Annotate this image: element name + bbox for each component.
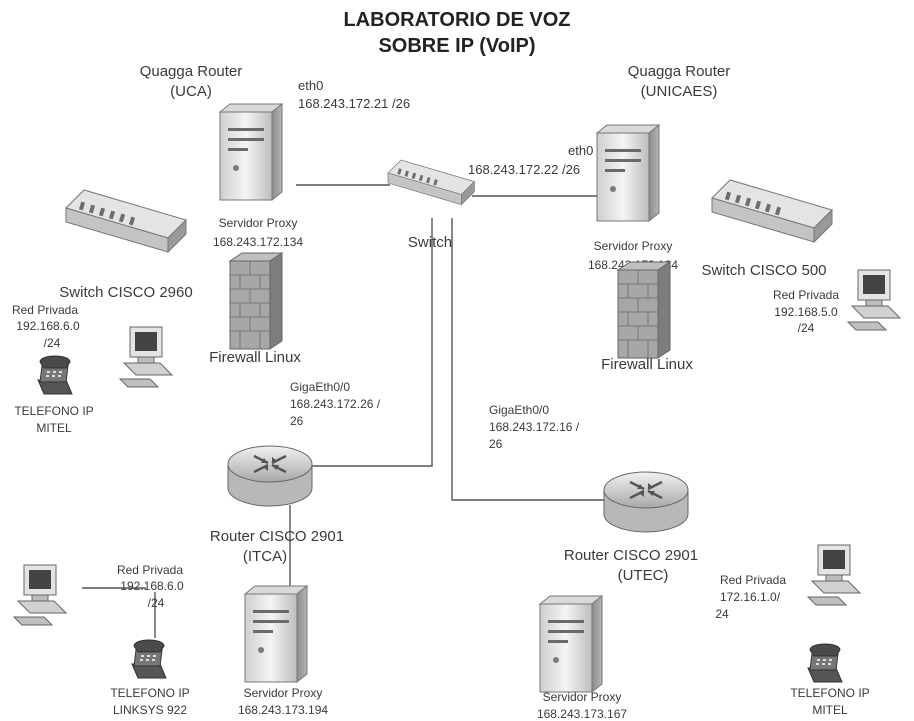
server-tower-icon[interactable] [244,585,308,683]
uca-router-name: Quagga Router [140,63,243,80]
workstation-icon[interactable] [807,544,861,606]
itca-router-site: (ITCA) [243,548,287,565]
site-itca: GigaEth0/0 168.243.172.26 / 26 Router CI… [13,380,381,717]
uca-switch-label: Switch CISCO 2960 [59,284,192,301]
utec-router-site: (UTEC) [618,567,669,584]
workstation-icon[interactable] [119,326,173,388]
itca-phone-label1: TELEFONO IP [110,686,189,700]
utec-iface-name: GigaEth0/0 [489,403,549,417]
uca-lan-net: 192.168.6.0 [16,319,80,333]
utec-lan-label: Red Privada [720,573,786,587]
unicaes-switch-label: Switch CISCO 500 [701,262,826,279]
workstation-icon[interactable] [847,269,901,331]
itca-lan-mask: /24 [148,596,165,610]
utec-proxy-ip: 168.243.173.167 [537,707,627,721]
utec-iface-ip: 168.243.172.16 / [489,420,580,434]
unicaes-lan-mask: /24 [798,321,815,335]
itca-iface-name: GigaEth0/0 [290,380,350,394]
uca-lan-label: Red Privada [12,303,78,317]
ip-phone-icon[interactable] [131,639,167,679]
uca-router-site: (UCA) [170,83,212,100]
itca-lan-net: 192.168.6.0 [120,579,184,593]
workstation-icon[interactable] [13,564,67,626]
uca-firewall-label: Firewall Linux [209,349,301,366]
diagram-title-line2: SOBRE IP (VoIP) [378,35,535,57]
firewall-icon[interactable] [229,252,283,350]
uca-lan-mask: /24 [44,336,61,350]
link-core-utec [451,218,604,501]
connection-lines [82,184,604,638]
firewall-icon[interactable] [617,261,671,359]
router-icon[interactable] [602,470,690,534]
uca-proxy-ip: 168.243.172.134 [213,235,303,249]
utec-proxy-label: Servidor Proxy [543,690,622,704]
server-tower-icon[interactable] [539,595,603,693]
unicaes-iface-ip: 168.243.172.22 /26 [468,162,580,177]
ip-phone-icon[interactable] [37,355,73,395]
itca-proxy-label: Servidor Proxy [244,686,323,700]
site-unicaes: Quagga Router (UNICAES) eth0 168.243.172… [468,63,901,373]
unicaes-router-name: Quagga Router [628,63,731,80]
unicaes-lan-net: 192.168.5.0 [774,305,838,319]
itca-iface-ip: 168.243.172.26 / [290,397,381,411]
utec-iface-mask: 26 [489,437,503,451]
unicaes-lan-label: Red Privada [773,288,839,302]
uca-proxy-label: Servidor Proxy [219,216,298,230]
itca-proxy-ip: 168.243.173.194 [238,703,328,717]
site-uca: Quagga Router (UCA) eth0 168.243.172.21 … [12,63,410,435]
site-core: Switch [387,159,475,251]
network-switch-icon[interactable] [65,189,187,253]
network-switch-icon[interactable] [711,179,833,243]
server-tower-icon[interactable] [596,124,660,222]
core-switch-label: Switch [408,234,452,251]
itca-lan-label: Red Privada [117,563,183,577]
diagram-title-line1: LABORATORIO DE VOZ [343,9,570,31]
router-icon[interactable] [226,444,314,508]
uca-phone-label1: TELEFONO IP [14,404,93,418]
server-tower-icon[interactable] [219,103,283,201]
link-core-itca [312,218,433,467]
utec-lan-mask: 24 [715,607,729,621]
itca-router-name: Router CISCO 2901 [210,528,344,545]
unicaes-router-site: (UNICAES) [641,83,718,100]
utec-phone-label2: MITEL [812,703,848,717]
uca-iface-ip: 168.243.172.21 /26 [298,96,410,111]
utec-phone-label1: TELEFONO IP [790,686,869,700]
ip-phone-icon[interactable] [807,643,843,683]
unicaes-firewall-label: Firewall Linux [601,356,693,373]
uca-phone-label2: MITEL [36,421,72,435]
network-switch-icon[interactable] [387,159,475,205]
uca-iface-name: eth0 [298,78,323,93]
utec-router-name: Router CISCO 2901 [564,547,698,564]
itca-phone-label2: LINKSYS 922 [113,703,187,717]
unicaes-proxy-label: Servidor Proxy [594,239,673,253]
utec-lan-net: 172.16.1.0/ [720,590,781,604]
itca-iface-mask: 26 [290,414,304,428]
site-utec: GigaEth0/0 168.243.172.16 / 26 Router CI… [489,403,870,721]
unicaes-iface-name: eth0 [568,143,593,158]
